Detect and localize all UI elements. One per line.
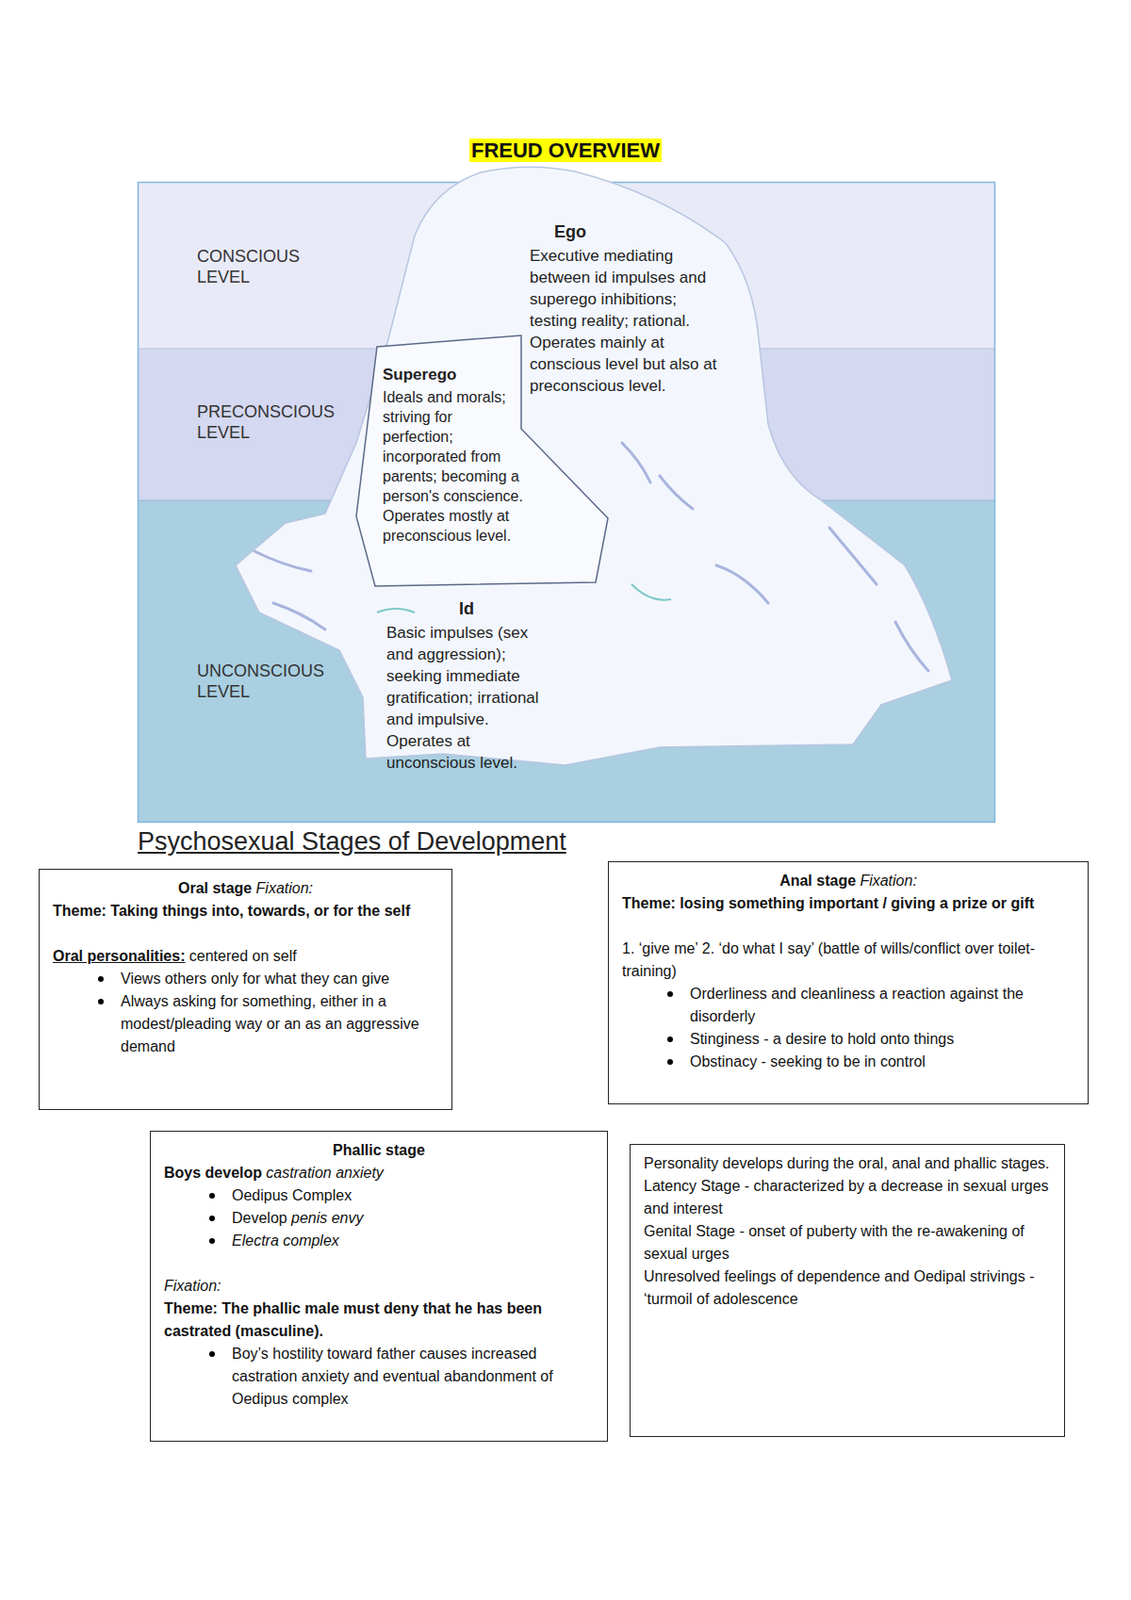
title-bar: FREUD OVERVIEW	[0, 137, 1131, 164]
text-line: UNCONSCIOUS LEVEL	[196, 660, 358, 703]
superego-region: SuperegoIdeals and morals; striving for …	[382, 363, 525, 546]
text: Genital Stage - onset of puberty with th…	[643, 1223, 1025, 1263]
text-line: Oral personalities:centered on self	[52, 945, 439, 968]
text: Executive mediating between id impulses …	[529, 246, 717, 395]
text-line: Obstinacy - seeking to be in control	[689, 1050, 1075, 1074]
text: Anal stage	[779, 872, 856, 889]
ice-shading	[377, 584, 672, 613]
stage-box: Anal stageFixation: Theme: losing somethi…	[607, 861, 1089, 1105]
text: Obstinacy - seeking to be in control	[689, 1053, 926, 1070]
title: FREUD OVERVIEW	[469, 138, 662, 163]
text-line: CONSCIOUS LEVEL	[196, 245, 358, 288]
text: Fixation:	[256, 880, 313, 897]
text-line: Stinginess - a desire to hold onto thing…	[689, 1028, 1075, 1051]
text: Ego	[554, 222, 587, 242]
text-line: Ideals and morals; striving for perfecti…	[382, 387, 525, 546]
text: Fixation:	[163, 1278, 221, 1295]
text-line: Executive mediating between id impulses …	[529, 245, 723, 397]
text: Theme: losing something important / givi…	[622, 895, 1034, 912]
text-line: Latency Stage - characterized by a decre…	[643, 1175, 1051, 1221]
ego-region: EgoExecutive mediating between id impuls…	[529, 220, 723, 397]
text-line: PRECONSCIOUS LEVEL	[196, 401, 358, 443]
text: Oral personalities:	[52, 948, 186, 965]
text-line: Personality develops during the oral, an…	[643, 1152, 1051, 1176]
text: Boys develop	[163, 1164, 263, 1181]
id-region: IdBasic impulses (sex and aggression); s…	[386, 597, 736, 774]
text-line: Id	[386, 597, 547, 621]
text: Oedipus Complex	[231, 1187, 352, 1204]
text: UNCONSCIOUS LEVEL	[196, 661, 325, 702]
text-line: Always asking for something, either in a…	[120, 990, 439, 1059]
text: PRECONSCIOUS LEVEL	[196, 402, 335, 443]
ice-shading	[254, 442, 929, 672]
section-heading: Psychosexual Stages of Development	[137, 825, 567, 858]
text: Boy’s hostility toward father causes inc…	[231, 1345, 554, 1408]
text-line: Boy’s hostility toward father causes inc…	[231, 1343, 594, 1411]
text-line: Superego	[382, 363, 525, 386]
text: Personality develops during the oral, an…	[643, 1155, 1050, 1172]
text: Superego	[382, 365, 457, 384]
text: Basic impulses (sex and aggression); see…	[386, 623, 540, 772]
text: castration anxiety	[265, 1164, 384, 1181]
text: Id	[458, 599, 475, 619]
text: 1. ‘give me’ 2. ‘do what I say’ (battle …	[622, 940, 1035, 980]
text-line: Orderliness and cleanliness a reaction a…	[689, 983, 1075, 1029]
text: Electra complex	[231, 1232, 340, 1249]
text: Stinginess - a desire to hold onto thing…	[689, 1031, 954, 1048]
text: Develop	[231, 1210, 288, 1227]
text: penis envy	[291, 1210, 364, 1227]
text: centered on self	[189, 948, 297, 965]
text-line: Ego	[529, 220, 723, 244]
text-line: Theme: The phallic male must deny that h…	[163, 1297, 594, 1344]
text: Always asking for something, either in a…	[120, 993, 420, 1055]
text-line: Oral stageFixation:	[52, 877, 439, 901]
text-line: Anal stageFixation:	[622, 869, 1075, 893]
text-line: Fixation:	[163, 1275, 594, 1298]
stage-box: Oral stageFixation:Theme: Taking things …	[38, 868, 453, 1111]
text-line: Theme: losing something important / givi…	[622, 892, 1075, 916]
text: Fixation:	[859, 872, 917, 889]
text: Theme: The phallic male must deny that h…	[163, 1300, 542, 1340]
level-band: UNCONSCIOUS LEVEL IdBasic impulses (sex a…	[137, 500, 996, 823]
text-line: Unresolved feelings of dependence and Oe…	[643, 1265, 1051, 1312]
text-line: Views others only for what they can give	[120, 967, 439, 991]
text: Orderliness and cleanliness a reaction a…	[689, 985, 1024, 1025]
text: Oral stage	[178, 880, 252, 897]
text-line: Oedipus Complex	[231, 1184, 594, 1208]
text: Latency Stage - characterized by a decre…	[643, 1178, 1050, 1217]
text-line: Electra complex	[231, 1229, 594, 1253]
text: Views others only for what they can give	[120, 970, 390, 987]
text: Unresolved feelings of dependence and Oe…	[643, 1268, 1034, 1308]
stage-box: Personality develops during the oral, an…	[629, 1144, 1066, 1438]
stage-box: Phallic stageBoys developcastration anxi…	[149, 1131, 608, 1443]
text: Ideals and morals; striving for perfecti…	[382, 389, 524, 544]
text: Theme: Taking things into, towards, or f…	[52, 902, 410, 919]
text-line: Basic impulses (sex and aggression); see…	[386, 622, 547, 774]
text-line: Genital Stage - onset of puberty with th…	[643, 1220, 1051, 1266]
text: Phallic stage	[332, 1142, 426, 1159]
text-line: Phallic stage	[163, 1139, 594, 1163]
text-line: Boys developcastration anxiety	[163, 1162, 594, 1185]
text: CONSCIOUS LEVEL	[196, 246, 300, 287]
text-line: Theme: Taking things into, towards, or f…	[52, 900, 439, 923]
text-line: Developpenis envy	[231, 1207, 594, 1230]
text-line: 1. ‘give me’ 2. ‘do what I say’ (battle …	[622, 937, 1075, 984]
iceberg-outline	[235, 166, 952, 766]
